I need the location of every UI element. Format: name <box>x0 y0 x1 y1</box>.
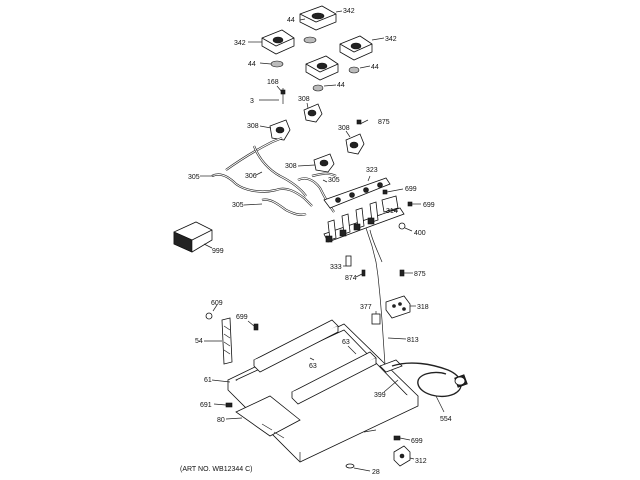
spark-module-318 <box>385 295 411 319</box>
callout-333: 333 <box>330 264 342 271</box>
bracket-54 <box>221 317 233 365</box>
callout-813: 813 <box>407 337 419 344</box>
callout-554: 554 <box>440 416 452 423</box>
bottom-panel-80 <box>235 395 377 439</box>
gas-valves-314 <box>323 195 405 243</box>
callout-314: 314 <box>386 208 398 215</box>
callout-874: 874 <box>345 275 357 282</box>
callout-342: 342 <box>385 36 397 43</box>
burner-head-342-center <box>305 55 339 81</box>
callout-377: 377 <box>360 304 372 311</box>
part-377 <box>371 311 381 325</box>
callout-80: 80 <box>217 417 225 424</box>
callout-699: 699 <box>405 186 417 193</box>
callout-699: 699 <box>423 202 435 209</box>
callout-44: 44 <box>287 17 295 24</box>
strain-relief-312 <box>393 445 411 467</box>
burner-head-342-top <box>299 5 337 31</box>
screw-168 <box>280 88 286 104</box>
callout-308: 308 <box>338 125 350 132</box>
part-400 <box>398 222 413 232</box>
callout-306: 306 <box>245 173 257 180</box>
callout-318: 318 <box>417 304 429 311</box>
clip-874 <box>355 269 366 278</box>
callout-691: 691 <box>200 402 212 409</box>
power-cord-554 <box>391 362 468 398</box>
callout-399: 399 <box>374 392 386 399</box>
screw-609 <box>205 304 218 320</box>
gas-tubes-305 <box>211 136 337 216</box>
callout-609: 609 <box>211 300 223 307</box>
screw-875-lower <box>399 269 413 277</box>
burner-base-308-a <box>269 119 291 141</box>
callout-342: 342 <box>234 40 246 47</box>
screw-875-upper <box>356 119 369 125</box>
rail-63-left <box>253 319 339 373</box>
callout-875: 875 <box>414 271 426 278</box>
rail-63-right <box>291 351 377 405</box>
callout-323: 323 <box>366 167 378 174</box>
callout-54: 54 <box>195 338 203 345</box>
burner-head-342-left <box>261 29 295 55</box>
callout-342: 342 <box>343 8 355 15</box>
callout-44: 44 <box>337 82 345 89</box>
foot-28 <box>345 463 371 472</box>
screw-699-a <box>382 188 404 195</box>
part-999-box <box>173 221 213 253</box>
callout-999: 999 <box>212 248 224 255</box>
callout-44: 44 <box>371 64 379 71</box>
screw-699-b <box>407 201 421 207</box>
callout-699: 699 <box>236 314 248 321</box>
callout-699: 699 <box>411 438 423 445</box>
igniter-333 <box>343 255 352 267</box>
callout-44: 44 <box>248 61 256 68</box>
burner-base-308-c <box>345 133 365 155</box>
manifold-bracket-323 <box>323 177 391 209</box>
callout-305: 305 <box>188 174 200 181</box>
art-number: (ART NO. WB12344 C) <box>180 466 253 473</box>
callout-400: 400 <box>414 230 426 237</box>
screw-699-c <box>247 320 259 331</box>
screw-691 <box>225 402 233 408</box>
burner-base-308-d <box>313 153 335 173</box>
callout-875: 875 <box>378 119 390 126</box>
callout-312: 312 <box>415 458 427 465</box>
screw-699-d <box>393 435 411 441</box>
callout-63: 63 <box>342 339 350 346</box>
callout-28: 28 <box>372 469 380 476</box>
part-399 <box>379 359 403 373</box>
callout-308: 308 <box>285 163 297 170</box>
burner-base-308-b <box>303 103 323 123</box>
burner-head-342-right <box>339 35 373 61</box>
callout-168: 168 <box>267 79 279 86</box>
callout-305: 305 <box>328 177 340 184</box>
callout-63: 63 <box>309 363 317 370</box>
callout-61: 61 <box>204 377 212 384</box>
callout-308: 308 <box>298 96 310 103</box>
callout-3: 3 <box>250 98 254 105</box>
callout-308: 308 <box>247 123 259 130</box>
cooktop-pan-61 <box>227 323 419 463</box>
callout-305: 305 <box>232 202 244 209</box>
burner-caps-44 <box>270 36 360 92</box>
